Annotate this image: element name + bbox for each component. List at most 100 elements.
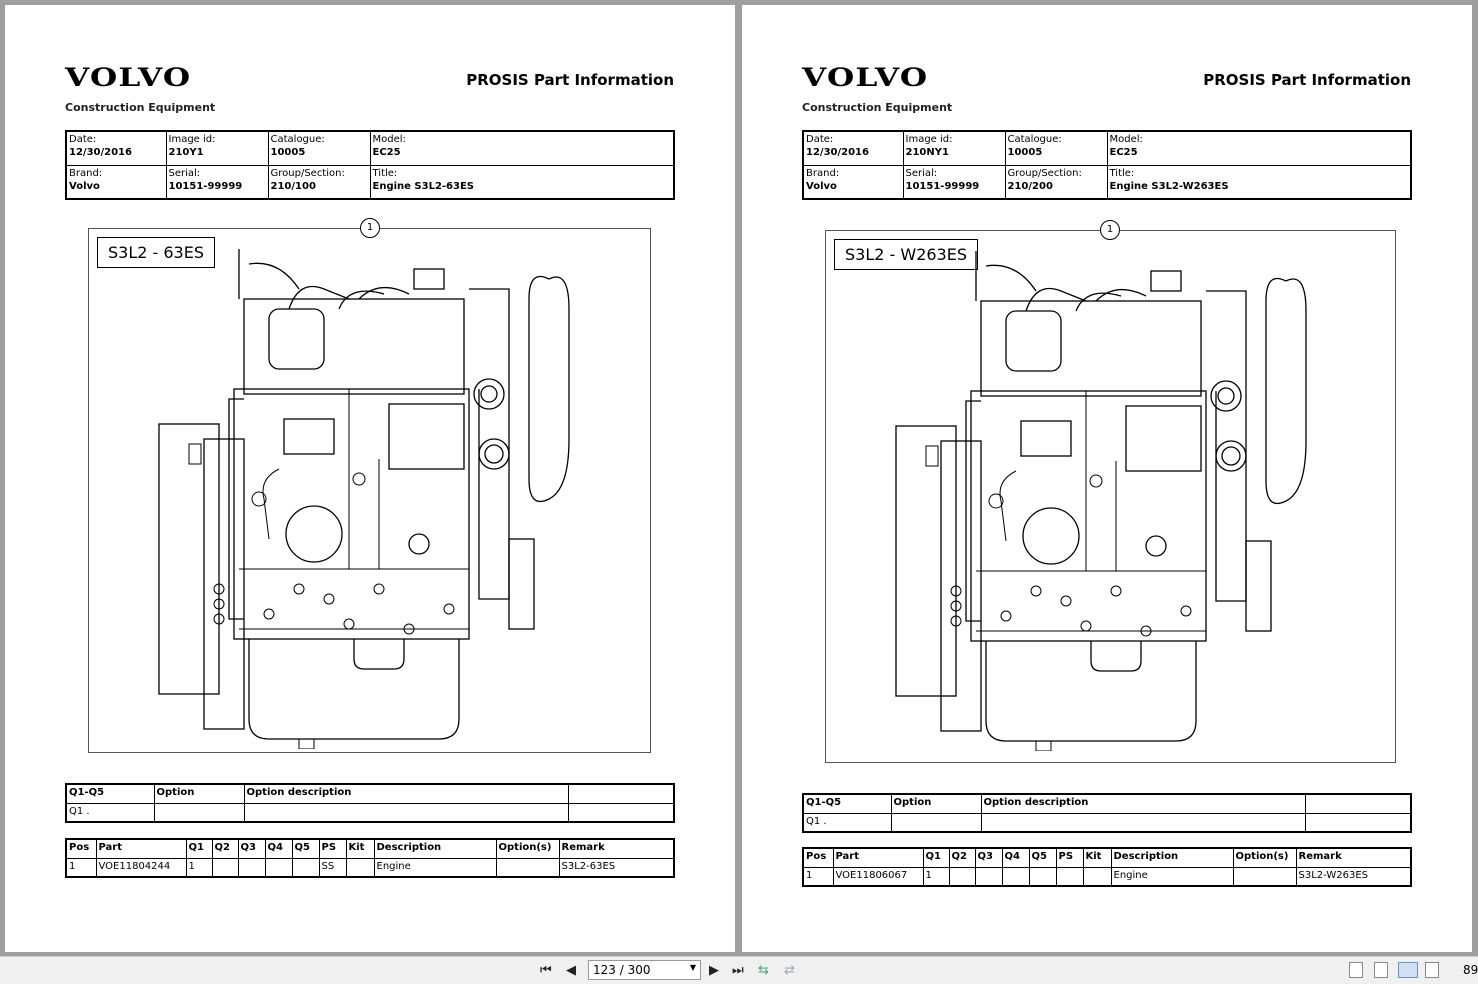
col-header: Option(s) xyxy=(1232,847,1297,868)
single-page-view-icon[interactable] xyxy=(1349,962,1363,978)
page-title: PROSIS Part Information xyxy=(1203,71,1411,89)
cell xyxy=(1001,866,1030,887)
catalogue-label: Catalogue: xyxy=(270,134,325,145)
col-header: Q2 xyxy=(211,838,239,859)
logo-subtitle: Construction Equipment xyxy=(65,101,216,114)
chevron-down-icon[interactable]: ▼ xyxy=(689,963,696,972)
next-view-icon[interactable]: ⇄ xyxy=(784,963,795,978)
col-header: Q1-Q5 xyxy=(802,793,892,814)
col-header: Option(s) xyxy=(495,838,560,859)
volvo-logo: VOLVO xyxy=(802,63,929,92)
callout-marker[interactable]: 1 xyxy=(1100,220,1120,240)
col-header: Option description xyxy=(980,793,1306,814)
image-id-label: Image id: xyxy=(168,134,216,145)
image-id-label: Image id: xyxy=(905,134,953,145)
cell xyxy=(345,857,375,878)
info-header-table: Date:12/30/2016 Image id:210NY1 Catalogu… xyxy=(802,130,1412,200)
model-value: EC25 xyxy=(372,147,401,158)
catalogue-label: Catalogue: xyxy=(1007,134,1062,145)
cell xyxy=(974,866,1003,887)
date-value: 12/30/2016 xyxy=(69,147,132,158)
group-label: Group/Section: xyxy=(1007,167,1082,179)
cell: S3L2-W263ES xyxy=(1295,866,1412,887)
volvo-logo: VOLVO xyxy=(65,63,192,92)
title-value: Engine S3L2-63ES xyxy=(372,180,475,192)
previous-view-icon[interactable]: ⇆ xyxy=(758,963,769,978)
page-title: PROSIS Part Information xyxy=(466,71,674,89)
cell xyxy=(264,857,293,878)
serial-label: Serial: xyxy=(905,167,938,179)
col-header: Remark xyxy=(1295,847,1412,868)
col-header xyxy=(567,783,675,804)
col-header: Pos xyxy=(65,838,97,859)
page-number-input[interactable]: 123 / 300▼ xyxy=(588,960,701,980)
two-page-view-icon[interactable] xyxy=(1398,962,1418,978)
cell xyxy=(1082,866,1112,887)
cell: S3L2-63ES xyxy=(558,857,675,878)
col-header: Q5 xyxy=(1028,847,1057,868)
col-header: Q1 xyxy=(922,847,950,868)
cell xyxy=(1304,812,1412,833)
col-header: Option xyxy=(153,783,245,804)
group-value: 210/200 xyxy=(1007,180,1053,192)
col-header: PS xyxy=(318,838,347,859)
cell xyxy=(495,857,560,878)
previous-page-icon[interactable]: ◀ xyxy=(566,963,576,978)
engine-drawing xyxy=(886,241,1346,751)
engine-drawing xyxy=(149,239,609,749)
col-header: Q1-Q5 xyxy=(65,783,155,804)
cell: 1 xyxy=(922,866,950,887)
date-label: Date: xyxy=(69,134,97,145)
serial-label: Serial: xyxy=(168,167,201,179)
cell xyxy=(948,866,976,887)
cell xyxy=(567,802,675,823)
engine-model-label: S3L2 - 63ES xyxy=(97,237,215,268)
brand-label: Brand: xyxy=(806,167,840,179)
cell xyxy=(1055,866,1084,887)
cell: VOE11804244 xyxy=(95,857,187,878)
cell xyxy=(980,812,1306,833)
callout-marker[interactable]: 1 xyxy=(360,218,380,238)
col-header: Description xyxy=(1110,847,1234,868)
engine-model-label: S3L2 - W263ES xyxy=(834,239,978,270)
last-page-icon[interactable]: ⏭ xyxy=(732,963,744,978)
cell: Q1 . xyxy=(65,802,155,823)
col-header: Q2 xyxy=(948,847,976,868)
continuous-view-icon[interactable] xyxy=(1374,962,1388,978)
cell: Q1 . xyxy=(802,812,892,833)
cell: Engine xyxy=(1110,866,1234,887)
serial-value: 10151-99999 xyxy=(168,180,243,192)
cell xyxy=(237,857,266,878)
pdf-viewer-toolbar: ⏮ ◀ 123 / 300▼ ▶ ⏭ ⇆ ⇄ 89 xyxy=(0,956,1478,984)
brand-label: Brand: xyxy=(69,167,103,179)
date-value: 12/30/2016 xyxy=(806,147,869,158)
title-label: Title: xyxy=(1109,167,1135,179)
col-header: Kit xyxy=(345,838,375,859)
cell xyxy=(243,802,569,823)
col-header: Q3 xyxy=(974,847,1003,868)
zoom-level[interactable]: 89 xyxy=(1463,963,1478,977)
col-header: Option description xyxy=(243,783,569,804)
cell xyxy=(211,857,239,878)
engine-illustration: S3L2 - W263ES xyxy=(825,230,1396,763)
group-value: 210/100 xyxy=(270,180,316,192)
brand-value: Volvo xyxy=(69,180,100,192)
first-page-icon[interactable]: ⏮ xyxy=(540,963,552,978)
next-page-icon[interactable]: ▶ xyxy=(709,963,719,978)
group-label: Group/Section: xyxy=(270,167,345,179)
cell: 1 xyxy=(802,866,834,887)
serial-value: 10151-99999 xyxy=(905,180,980,192)
document-page-right: VOLVO Construction Equipment PROSIS Part… xyxy=(742,5,1472,952)
col-header: Description xyxy=(373,838,497,859)
col-header: Option xyxy=(890,793,982,814)
image-id-value: 210NY1 xyxy=(905,147,949,158)
two-page-continuous-view-icon[interactable] xyxy=(1425,962,1439,978)
cell: SS xyxy=(318,857,347,878)
col-header: Part xyxy=(832,847,924,868)
logo-subtitle: Construction Equipment xyxy=(802,101,953,114)
model-label: Model: xyxy=(372,134,406,145)
